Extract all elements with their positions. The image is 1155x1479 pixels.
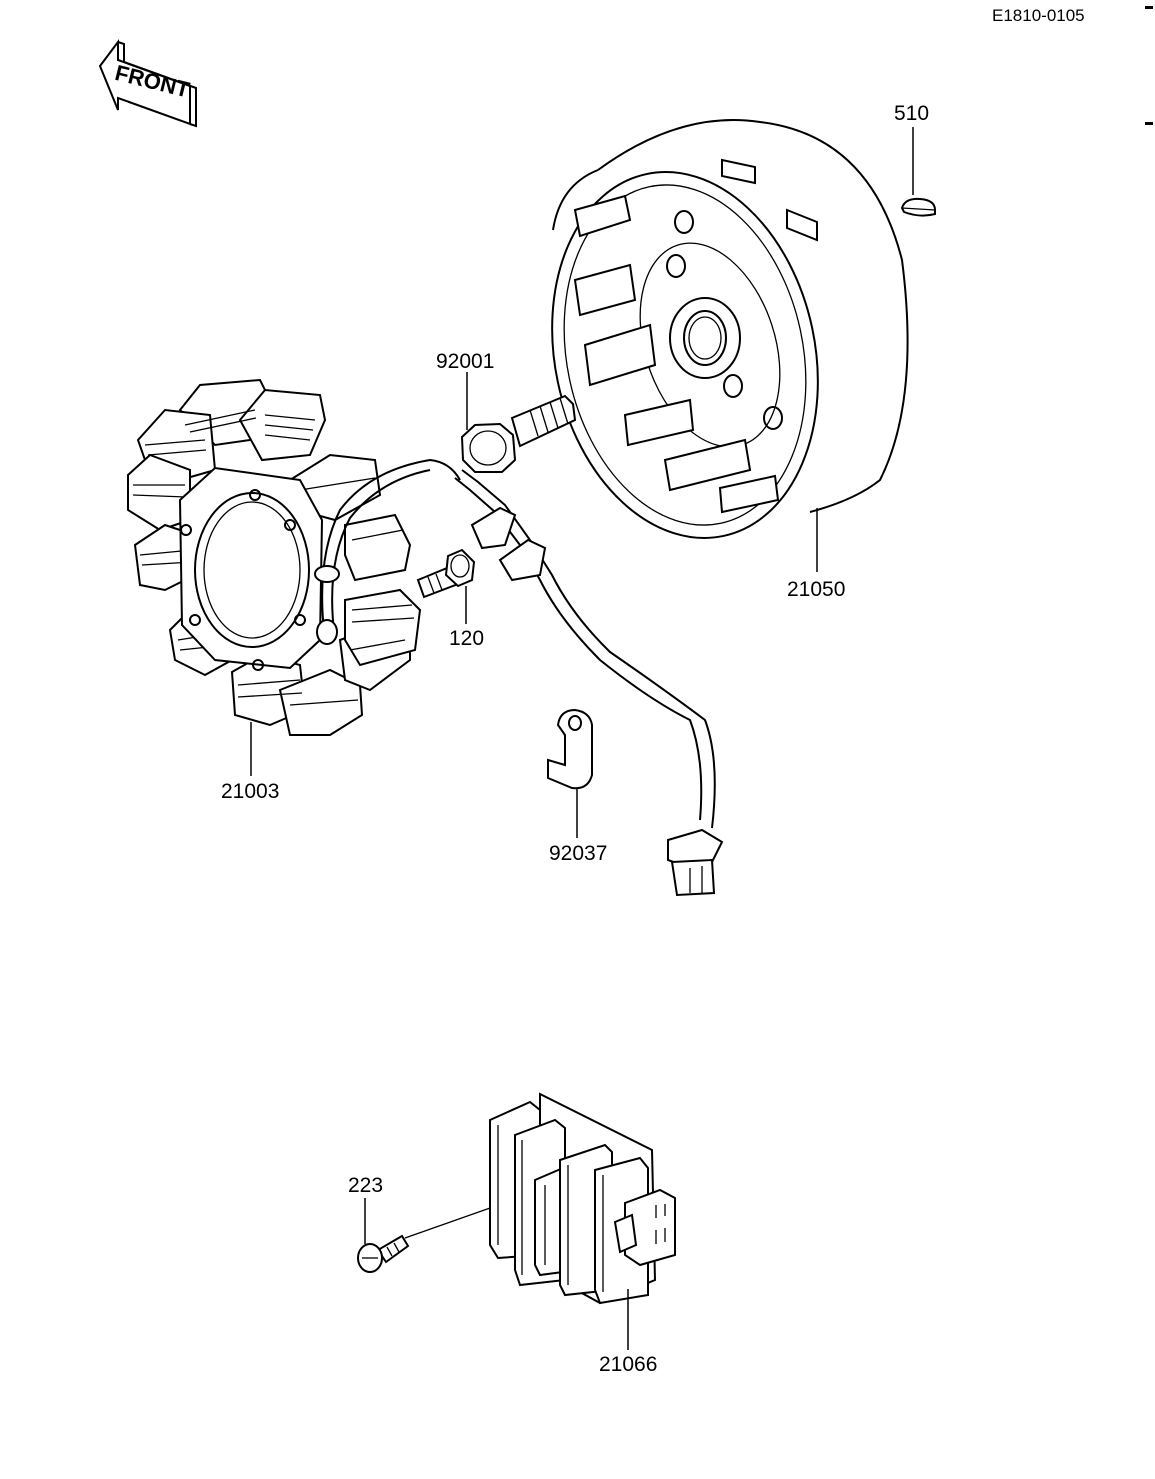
stator-21003 bbox=[127, 378, 461, 776]
flange-bolt-92001 bbox=[460, 372, 577, 473]
part-number-21066: 21066 bbox=[599, 1353, 657, 1376]
stator-lead-wire bbox=[454, 469, 724, 897]
part-number-120: 120 bbox=[449, 627, 484, 650]
bolt-120 bbox=[416, 548, 476, 624]
part-number-223: 223 bbox=[348, 1174, 383, 1197]
front-arrow: FRONT bbox=[98, 39, 197, 128]
part-number-21050: 21050 bbox=[787, 578, 845, 601]
scan-mark bbox=[1145, 122, 1153, 125]
part-number-510: 510 bbox=[894, 102, 929, 125]
diagram-code: E1810-0105 bbox=[992, 6, 1085, 25]
flywheel-rotor-21050 bbox=[551, 119, 909, 572]
clamp-92037 bbox=[547, 708, 593, 838]
part-number-92001: 92001 bbox=[436, 350, 494, 373]
part-number-21003: 21003 bbox=[221, 780, 279, 803]
regulator-rectifier-21066 bbox=[489, 1092, 676, 1350]
scan-mark bbox=[1145, 6, 1153, 9]
part-number-92037: 92037 bbox=[549, 842, 607, 865]
woodruff-key-510 bbox=[900, 127, 936, 217]
